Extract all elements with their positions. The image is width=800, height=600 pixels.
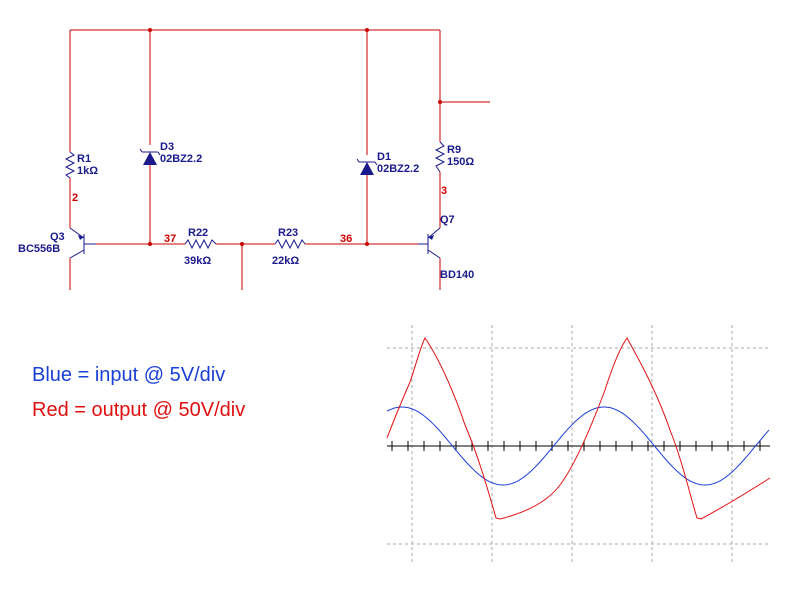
scope-display xyxy=(386,325,771,565)
junction-dot xyxy=(148,28,152,32)
r9-resistor xyxy=(434,141,446,173)
scope-grid xyxy=(387,325,770,565)
output-trace xyxy=(386,337,771,520)
node-36-label: 36 xyxy=(340,233,352,245)
r22-name: R22 xyxy=(188,227,208,239)
r9-name: R9 xyxy=(447,144,461,156)
q3-transistor xyxy=(69,227,96,259)
d1-value: 02BZ2.2 xyxy=(377,163,419,175)
legend-red-text: Red = output @ 50V/div xyxy=(32,399,245,421)
scope-axis-ticks xyxy=(391,441,761,451)
junction-dot xyxy=(365,242,369,246)
q7-name: Q7 xyxy=(440,214,455,226)
wires xyxy=(69,29,490,290)
q3-value: BC556B xyxy=(18,243,60,255)
r22-value: 39kΩ xyxy=(184,255,211,267)
r1-name: R1 xyxy=(77,153,91,165)
r9-value: 150Ω xyxy=(447,156,474,168)
q7-value: BD140 xyxy=(440,269,474,281)
junction-dot xyxy=(438,100,442,104)
junctions xyxy=(148,28,442,246)
node-2-label: 2 xyxy=(72,192,78,204)
r23-name: R23 xyxy=(278,227,298,239)
r23-value: 22kΩ xyxy=(272,255,299,267)
q3-name: Q3 xyxy=(50,231,65,243)
r22-resistor xyxy=(184,238,217,250)
d1-zener-diode xyxy=(356,158,378,175)
input-trace xyxy=(386,406,770,486)
d1-name: D1 xyxy=(377,151,391,163)
r1-resistor xyxy=(64,151,76,179)
d3-zener-diode xyxy=(139,148,161,165)
junction-dot xyxy=(365,28,369,32)
junction-dot xyxy=(240,242,244,246)
r1-value: 1kΩ xyxy=(77,165,98,177)
d3-name: D3 xyxy=(160,141,174,153)
schematic: R1 1kΩ R9 150Ω R22 39kΩ R23 22kΩ D3 02BZ… xyxy=(18,28,490,290)
node-3-label: 3 xyxy=(441,185,447,197)
legend-blue-text: Blue = input @ 5V/div xyxy=(32,364,225,386)
q7-transistor xyxy=(418,227,441,259)
r23-resistor xyxy=(274,238,306,250)
junction-dot xyxy=(148,242,152,246)
d3-value: 02BZ2.2 xyxy=(160,153,202,165)
node-37-label: 37 xyxy=(164,233,176,245)
